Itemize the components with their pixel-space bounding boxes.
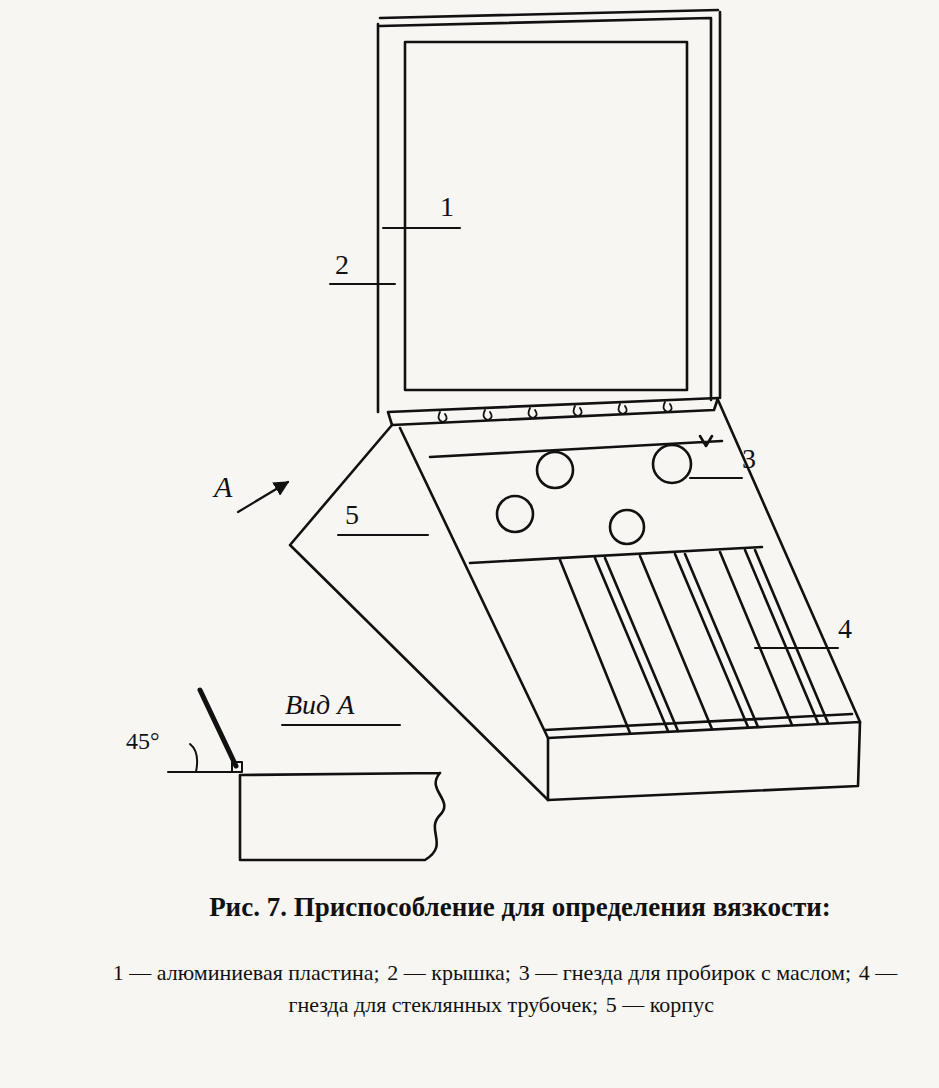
- view-a-body: [240, 773, 444, 860]
- view-label: А: [214, 470, 232, 503]
- caption-legend: 1 — алюминиевая пластина; 2 — крышка; 3 — …: [105, 957, 905, 1021]
- callout-number: 5: [345, 500, 359, 531]
- view-arrow: [238, 482, 288, 512]
- callout-number: 1: [440, 192, 454, 223]
- legend-item: 3 — гнезда для пробирок с маслом;: [519, 960, 851, 985]
- callout-number: 3: [742, 444, 756, 475]
- test-tube-socket: [610, 510, 644, 544]
- test-tube-socket: [537, 452, 573, 488]
- hinge: [388, 398, 718, 425]
- view-a-lid: [200, 690, 236, 766]
- panel-lines: [430, 436, 762, 563]
- legend-item: 1 — алюминиевая пластина;: [113, 960, 380, 985]
- view-a-angle: [168, 744, 236, 772]
- angle-dimension: 45°: [126, 728, 160, 754]
- hinge-clips: [439, 402, 672, 422]
- leader-line: [282, 228, 838, 725]
- callout-number: 2: [335, 250, 349, 281]
- body-side: [290, 425, 548, 800]
- glass-tube-slots: [545, 550, 852, 733]
- view-label: Вид А: [285, 690, 354, 721]
- view-a-hinge: [232, 762, 242, 772]
- test-tube-socket: [653, 445, 691, 483]
- figure-caption: Рис. 7. Приспособление для определения в…: [150, 890, 890, 925]
- aluminium-plate: [405, 42, 687, 390]
- legend-item: 2 — крышка;: [387, 960, 511, 985]
- legend-item: 5 — корпус: [606, 992, 714, 1017]
- callout-number: 4: [838, 614, 852, 645]
- lid-frame: [378, 10, 720, 412]
- body-top-edge: [718, 400, 860, 722]
- test-tube-socket: [497, 496, 533, 532]
- body-front: [548, 722, 860, 800]
